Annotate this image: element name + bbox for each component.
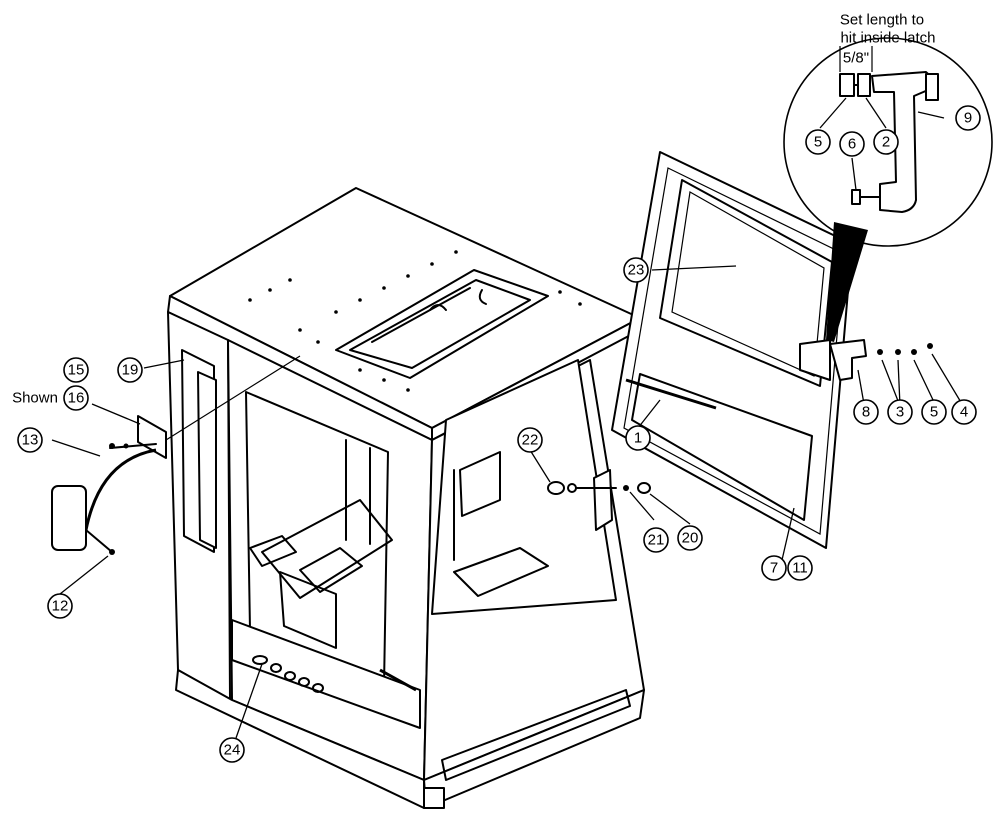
svg-text:3: 3 (896, 404, 904, 421)
door-assembly (611, 151, 867, 549)
panel-holes (252, 655, 324, 693)
front-lower-panel (231, 619, 421, 729)
shown-label: Shown (12, 390, 58, 407)
callout-8: 8 (853, 399, 879, 425)
svg-text:4: 4 (960, 404, 968, 421)
side-interior (453, 451, 549, 597)
mirror-head (51, 485, 87, 551)
mirror-assembly (51, 355, 301, 555)
door-stop-hardware (547, 481, 651, 495)
callout-5-latch: 5 (921, 399, 947, 425)
mirror-arm (84, 448, 157, 531)
callout-19: 19 (117, 357, 143, 383)
callout-5-detail: 5 (805, 129, 831, 155)
cab-assembly (167, 187, 645, 809)
svg-text:6: 6 (848, 136, 856, 153)
svg-text:11: 11 (792, 560, 808, 577)
svg-text:19: 19 (122, 362, 139, 379)
svg-text:24: 24 (224, 742, 241, 759)
jam-nut (839, 73, 855, 97)
leader-lines (51, 97, 963, 739)
callout-1: 1 (625, 425, 651, 451)
detail-dimension: 5/8" (843, 50, 869, 67)
callout-3: 3 (887, 399, 913, 425)
callout-16: 16 (63, 385, 89, 411)
svg-text:15: 15 (68, 362, 85, 379)
svg-text:1: 1 (634, 430, 642, 447)
svg-text:23: 23 (628, 262, 645, 279)
callout-15: 15 (63, 357, 89, 383)
detail-note-line1: Set length to (840, 12, 924, 29)
callout-22: 22 (517, 427, 543, 453)
callout-4: 4 (951, 399, 977, 425)
detail-note-line2: hit inside latch (840, 30, 935, 47)
cab-interior (249, 439, 393, 649)
svg-text:7: 7 (770, 560, 778, 577)
side-window-opening (431, 359, 617, 615)
callout-24: 24 (219, 737, 245, 763)
callout-9: 9 (955, 105, 981, 131)
svg-text:12: 12 (52, 598, 69, 615)
callout-11: 11 (787, 555, 813, 581)
callout-21: 21 (643, 527, 669, 553)
latch-bracket (829, 339, 867, 381)
callout-12: 12 (47, 593, 73, 619)
door-latch (799, 339, 831, 381)
door-rod (625, 378, 717, 410)
svg-text:5: 5 (814, 134, 822, 151)
door-glass-upper (659, 179, 833, 387)
svg-text:5: 5 (930, 404, 938, 421)
callout-13: 13 (17, 427, 43, 453)
mirror-bracket-plate (137, 415, 167, 459)
spacer (857, 73, 871, 97)
callout-2: 2 (873, 129, 899, 155)
svg-text:16: 16 (68, 390, 85, 407)
door-glass-lower (631, 373, 813, 521)
svg-text:9: 9 (964, 110, 972, 127)
callout-23: 23 (623, 257, 649, 283)
svg-text:21: 21 (648, 532, 665, 549)
detail-leader (826, 222, 868, 342)
callout-20: 20 (677, 525, 703, 551)
svg-text:2: 2 (882, 134, 890, 151)
cab-latch-plate (593, 469, 613, 531)
latch-hardware (877, 343, 933, 355)
svg-text:20: 20 (682, 530, 699, 547)
svg-text:8: 8 (862, 404, 870, 421)
roof-hatch (335, 269, 549, 379)
callout-7: 7 (761, 555, 787, 581)
callout-6: 6 (839, 131, 865, 157)
roof-rivets (248, 250, 582, 392)
svg-text:13: 13 (22, 432, 39, 449)
svg-text:22: 22 (522, 432, 539, 449)
